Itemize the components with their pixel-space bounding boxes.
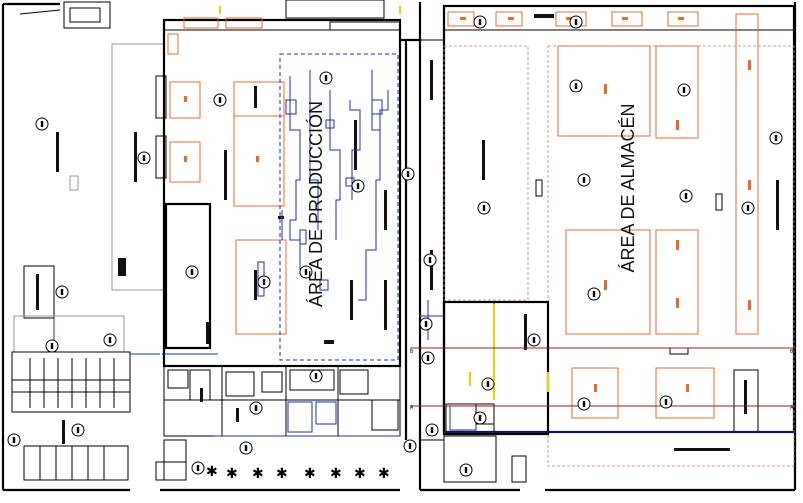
column-marker-core <box>426 355 430 361</box>
section-marker-a-right: A <box>790 405 794 411</box>
central-corridor <box>419 39 445 441</box>
column-marker-core <box>486 381 490 387</box>
svg-text:✱: ✱ <box>354 466 366 482</box>
column-marker-core <box>682 87 686 93</box>
production-building <box>155 18 420 440</box>
column-marker-core <box>262 279 266 285</box>
column-marker-core <box>424 321 428 327</box>
production-area-label: ÁREA DE PRODUCCIÓN <box>305 101 326 307</box>
section-cuts: B B A A <box>410 347 796 411</box>
column-marker-core <box>574 83 578 89</box>
column-marker-core <box>60 289 64 295</box>
column-marker-core <box>190 269 194 275</box>
column-marker-core <box>218 97 222 103</box>
column-marker-core <box>664 399 668 405</box>
section-marker-b-left: B <box>410 349 414 355</box>
column-marker-core <box>50 343 54 349</box>
landscaping: ✱ ✱ ✱ ✱ ✱ ✱ ✱ ✱ <box>206 464 390 482</box>
structural-columns <box>7 15 783 477</box>
column-marker-core <box>684 193 688 199</box>
svg-text:✱: ✱ <box>330 466 342 482</box>
column-marker-core <box>356 183 360 189</box>
warehouse-building <box>442 4 796 467</box>
column-marker-core <box>76 427 80 433</box>
column-marker-core <box>774 135 778 141</box>
column-marker-core <box>244 445 248 451</box>
column-marker-core <box>430 427 434 433</box>
column-marker-core <box>40 121 44 127</box>
column-marker-core <box>196 465 200 471</box>
column-marker-core <box>746 205 750 211</box>
top-annex <box>183 0 401 31</box>
column-marker-core <box>142 155 146 161</box>
column-marker-core <box>428 257 432 263</box>
section-marker-b-right: B <box>790 349 794 355</box>
warehouse-area-label: ÁREA DE ALMACÉN <box>618 103 638 272</box>
column-marker-core <box>582 401 586 407</box>
production-lines <box>162 53 399 361</box>
column-marker-core <box>324 75 328 81</box>
column-marker-core <box>108 337 112 343</box>
column-marker-core <box>314 373 318 379</box>
column-marker-core <box>406 171 410 177</box>
column-marker-core <box>304 269 308 275</box>
left-yard <box>11 43 165 481</box>
svg-text:✱: ✱ <box>226 466 238 482</box>
svg-text:✱: ✱ <box>206 464 218 480</box>
svg-text:✱: ✱ <box>252 466 264 482</box>
column-marker-core <box>408 443 412 449</box>
column-marker-core <box>532 337 536 343</box>
section-marker-a-left: A <box>410 405 414 411</box>
column-marker-core <box>574 19 578 25</box>
svg-text:✱: ✱ <box>276 466 288 482</box>
service-rooms <box>155 365 401 481</box>
column-marker-core <box>12 437 16 443</box>
column-marker-core <box>482 205 486 211</box>
column-marker-core <box>478 415 482 421</box>
svg-text:✱: ✱ <box>304 466 316 482</box>
svg-text:✱: ✱ <box>378 466 390 482</box>
column-marker-core <box>478 19 482 25</box>
column-marker-core <box>464 467 468 473</box>
column-marker-core <box>582 177 586 183</box>
column-marker-core <box>592 291 596 297</box>
warehouse-offices <box>442 300 794 483</box>
parking-stalls <box>12 358 130 408</box>
column-marker-core <box>254 405 258 411</box>
